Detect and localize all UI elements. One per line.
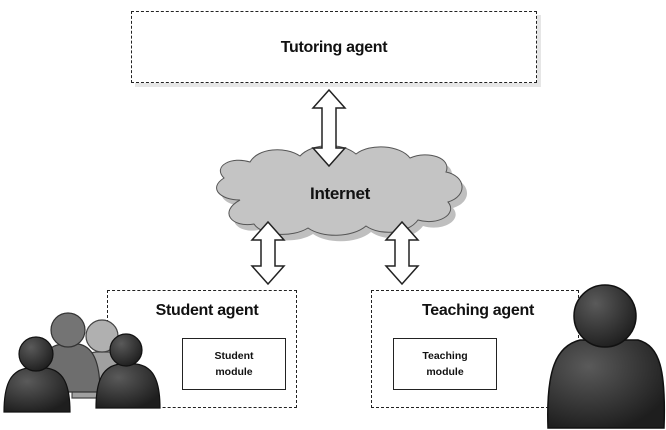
teaching-agent-box: Teaching agent Teaching module xyxy=(371,290,579,408)
teaching-agent-label: Teaching agent xyxy=(422,302,534,319)
student-agent-box: Student agent Student module xyxy=(107,290,297,408)
student-module-box: Student module xyxy=(182,338,286,390)
arrow-internet-student xyxy=(250,220,286,286)
internet-label: Internet xyxy=(310,184,370,203)
tutoring-agent-box: Tutoring agent xyxy=(131,11,537,83)
arrow-tutoring-internet xyxy=(311,88,347,168)
arrow-internet-teaching xyxy=(384,220,420,286)
teaching-module-box: Teaching module xyxy=(393,338,497,390)
tutoring-agent-label: Tutoring agent xyxy=(280,39,388,56)
internet-cloud xyxy=(216,145,468,242)
student-agent-label: Student agent xyxy=(155,302,259,319)
